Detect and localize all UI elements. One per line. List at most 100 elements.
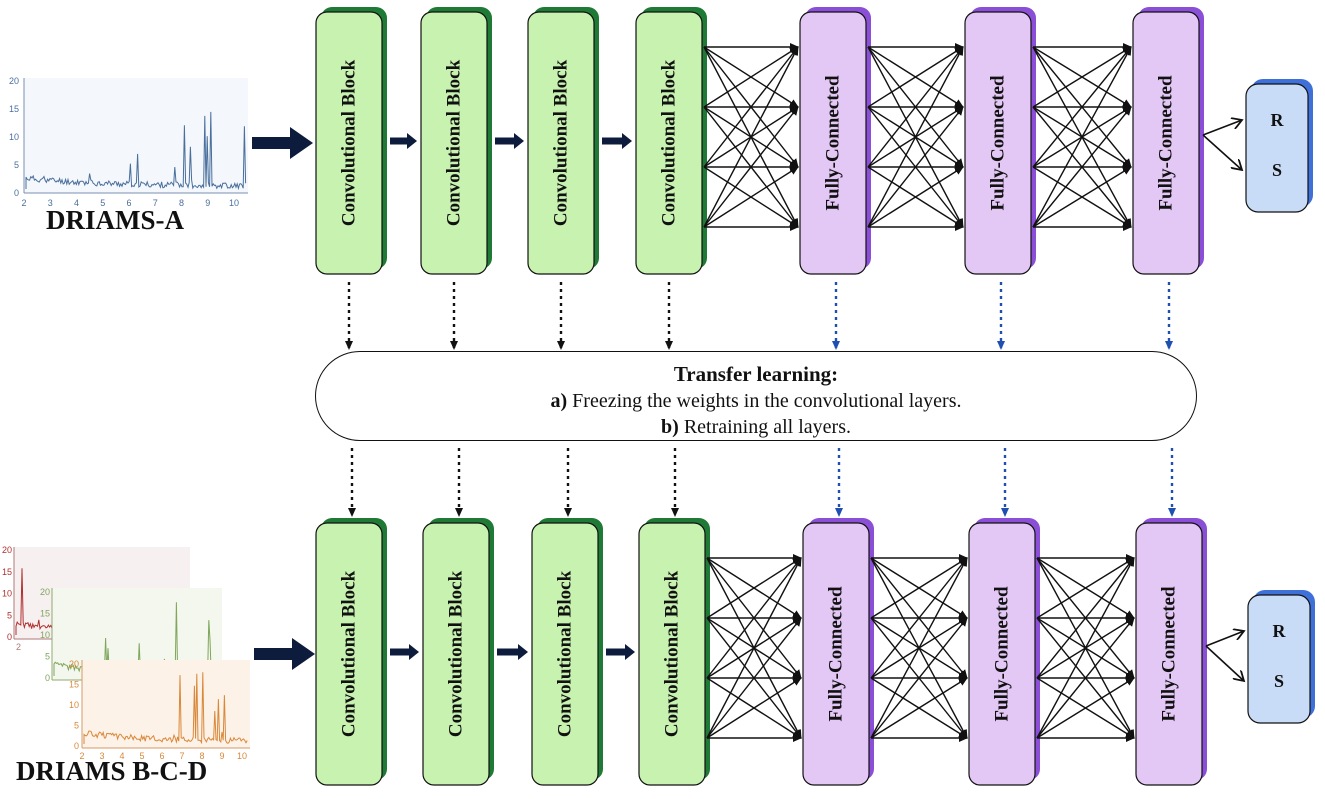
dataset-label-top: DRIAMS-A (46, 205, 184, 235)
fc-block-3-face (1132, 11, 1200, 275)
fc-block-2-face (964, 11, 1032, 275)
conv-block-2-label: Convolutional Block (446, 570, 467, 737)
connection-line (867, 46, 964, 168)
y-tick-label: 5 (74, 721, 79, 731)
x-tick-label: 2 (79, 751, 84, 761)
connection-line (870, 677, 968, 739)
conv-block-4: Convolutional Block (635, 7, 707, 275)
output-label-r: R (1273, 621, 1287, 641)
output-box-face (1245, 83, 1309, 213)
transfer-arrows (345, 282, 1176, 517)
connection-line (867, 166, 964, 228)
transfer-option-a: a) Freezing the weights in the convoluti… (316, 388, 1196, 414)
y-tick-label: 0 (74, 741, 79, 751)
option-a-text: Freezing the weights in the convolutiona… (567, 390, 962, 412)
conv-block-3-face (531, 522, 599, 786)
conv-block-4: Convolutional Block (638, 518, 710, 786)
transfer-learning-box: Transfer learning: a) Freezing the weigh… (315, 351, 1197, 441)
connection-line (1036, 617, 1135, 739)
output-arrow-s (1202, 134, 1242, 170)
flow-arrow (497, 644, 528, 660)
transfer-title: Transfer learning: (673, 362, 839, 386)
connection-line (703, 46, 799, 108)
connection-line (1036, 557, 1135, 679)
dataset-label-bottom: DRIAMS B-C-D (16, 756, 208, 786)
fc-block-2-label: Fully-Connected (992, 586, 1013, 722)
connection-line (867, 46, 964, 108)
option-b-text: Retraining all layers. (678, 416, 851, 438)
spectrum-trace (25, 111, 247, 191)
x-tick-label: 10 (237, 751, 247, 761)
connection-line (1036, 557, 1135, 619)
fc-block-3-face (1135, 522, 1203, 786)
y-tick-label: 10 (2, 589, 12, 599)
connection-line (870, 557, 968, 619)
y-tick-label: 5 (7, 610, 12, 620)
output-arrow-r (1202, 120, 1242, 136)
fc-block-1-face (799, 11, 867, 275)
connection-line (870, 557, 968, 679)
y-tick-label: 15 (9, 104, 19, 114)
output-box-face (1247, 594, 1311, 724)
transfer-option-b: b) Retraining all layers. (316, 414, 1196, 440)
fc-block-1-label: Fully-Connected (826, 586, 847, 722)
conv-block-4-face (635, 11, 703, 275)
conv-block-2-label: Convolutional Block (444, 59, 465, 226)
conv-block-1-face (315, 11, 383, 275)
x-tick-label: 8 (179, 198, 184, 208)
connection-line (706, 677, 802, 739)
conv-block-3-label: Convolutional Block (551, 59, 572, 226)
connection-line (1036, 557, 1135, 739)
connection-line (1032, 46, 1132, 228)
connection-line (870, 557, 968, 739)
output-box: RS (1247, 590, 1315, 724)
connection-line (1032, 106, 1132, 228)
x-tick-label: 4 (119, 751, 124, 761)
y-tick-label: 5 (45, 652, 50, 662)
conv-block-3-label: Convolutional Block (555, 570, 576, 737)
connection-line (1032, 46, 1132, 168)
dense-connections (870, 554, 968, 742)
fc-block-2-label: Fully-Connected (988, 75, 1009, 211)
y-tick-label: 0 (14, 188, 19, 198)
flow-arrow (390, 133, 417, 149)
connection-line (703, 106, 799, 228)
y-tick-label: 15 (2, 567, 12, 577)
x-tick-label: 9 (205, 198, 210, 208)
conv-block-2-face (422, 522, 490, 786)
y-tick-label: 5 (14, 160, 19, 170)
network-top: Convolutional Block Convolutional Block Co… (315, 7, 1313, 275)
connection-line (1032, 46, 1132, 108)
fc-block-2-face (968, 522, 1036, 786)
conv-block-4-label: Convolutional Block (662, 570, 683, 737)
fc-block-1: Fully-Connected (799, 7, 871, 275)
conv-block-4-label: Convolutional Block (659, 59, 680, 226)
conv-block-4-face (638, 522, 706, 786)
flow-arrow (602, 133, 632, 149)
connection-line (706, 557, 802, 739)
connection-line (706, 557, 802, 619)
y-tick-label: 20 (2, 545, 12, 555)
fc-block-1: Fully-Connected (802, 518, 874, 786)
flow-arrow (495, 133, 524, 149)
x-tick-label: 7 (179, 751, 184, 761)
fc-block-1-face (802, 522, 870, 786)
fc-block-2: Fully-Connected (968, 518, 1040, 786)
x-tick-label: 6 (126, 198, 131, 208)
x-tick-label: 5 (139, 751, 144, 761)
connection-line (706, 557, 802, 679)
dense-connections (706, 554, 802, 742)
option-a-marker: a) (550, 390, 568, 412)
y-tick-label: 0 (45, 673, 50, 683)
flow-arrow (606, 644, 635, 660)
connection-line (870, 617, 968, 739)
dense-connections (867, 43, 964, 231)
